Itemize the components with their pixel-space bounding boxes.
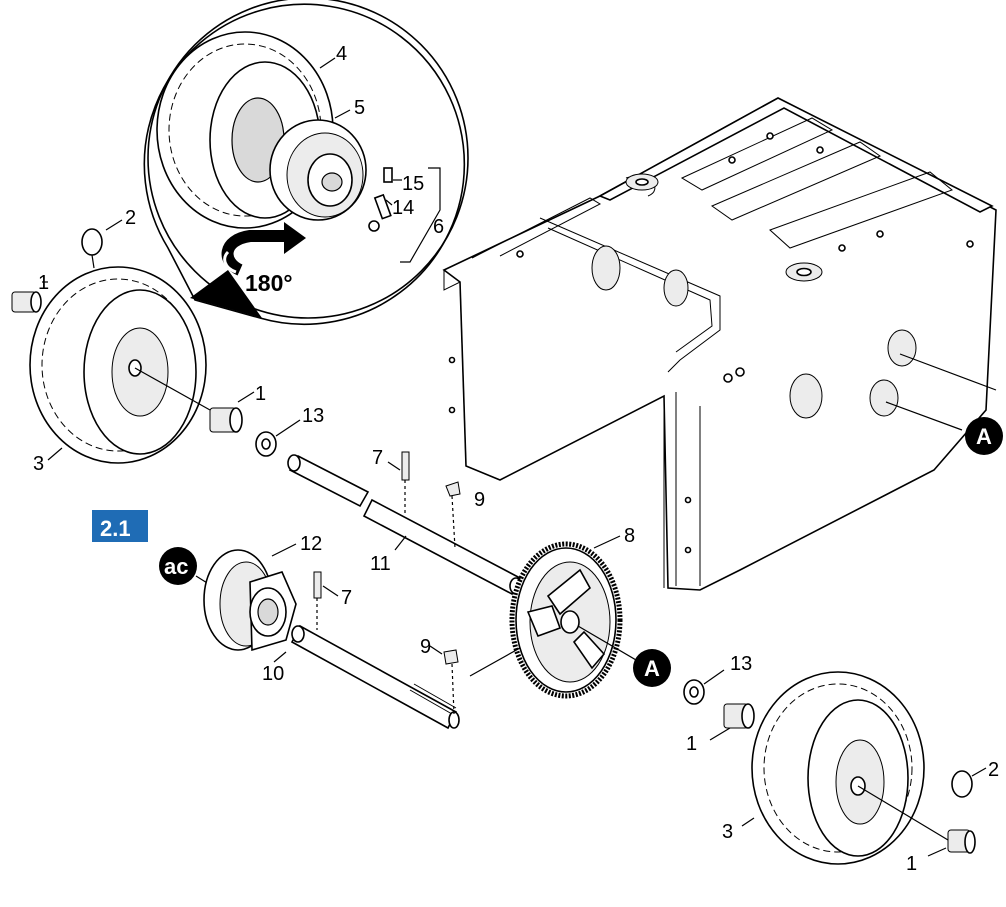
rotation-label: 180° xyxy=(245,270,293,296)
callout-13-top: 13 xyxy=(302,405,324,427)
lynch-pin-right xyxy=(951,770,973,798)
detail-magnifier: 180° 4 5 15 14 6 xyxy=(143,0,469,326)
callout-4: 4 xyxy=(336,43,347,65)
spacer-left-top xyxy=(11,291,42,313)
ref-marker-a-low-label: A xyxy=(644,656,660,681)
pin-mid xyxy=(313,571,322,630)
drive-shaft xyxy=(290,624,460,730)
section-badge-label: 2.1 xyxy=(100,516,131,541)
callout-13-low: 13 xyxy=(730,653,752,675)
ref-marker-a-top: A xyxy=(965,417,1003,455)
key-top xyxy=(445,481,461,549)
callout-6: 6 xyxy=(433,216,444,238)
callout-11: 11 xyxy=(370,553,391,575)
callout-8: 8 xyxy=(624,525,635,547)
callout-9-low: 9 xyxy=(420,636,431,658)
callout-12: 12 xyxy=(300,533,322,555)
gear xyxy=(469,541,623,699)
wheel-left xyxy=(29,266,211,464)
frame-housing xyxy=(442,97,997,591)
callout-1-top-left: 1 xyxy=(38,272,49,294)
callout-5: 5 xyxy=(354,97,365,119)
ref-marker-a-top-label: A xyxy=(976,424,992,449)
callout-10: 10 xyxy=(262,663,284,685)
callout-1-low: 1 xyxy=(686,733,697,755)
section-badge: 2.1 xyxy=(92,510,148,542)
spacer-right xyxy=(947,829,976,854)
callout-2-right: 2 xyxy=(988,759,999,781)
axle-shaft xyxy=(287,454,523,596)
washer-low xyxy=(683,679,705,705)
callout-1-mid: 1 xyxy=(255,383,266,405)
callout-1-right: 1 xyxy=(906,853,917,875)
ref-marker-a-low: A xyxy=(633,649,671,687)
pin-top xyxy=(401,451,410,516)
callout-2-top-left: 2 xyxy=(125,207,136,229)
ref-marker-ac: ac xyxy=(159,547,213,587)
drive-hub xyxy=(203,549,297,652)
spacer-low xyxy=(723,703,755,729)
washer-top xyxy=(255,431,277,457)
rotate-arrow-icon xyxy=(221,222,306,276)
key-low xyxy=(443,649,459,715)
wheel-right xyxy=(751,671,949,865)
callout-7-top: 7 xyxy=(372,447,383,469)
ref-marker-ac-label: ac xyxy=(164,554,188,579)
callout-7-mid: 7 xyxy=(341,587,352,609)
lynch-pin-left xyxy=(81,228,103,269)
detail-rim xyxy=(269,119,367,221)
callout-14: 14 xyxy=(392,197,414,219)
callout-3-left: 3 xyxy=(33,453,44,475)
callout-9-top: 9 xyxy=(474,489,485,511)
callout-3-right: 3 xyxy=(722,821,733,843)
callout-15: 15 xyxy=(402,173,424,195)
detail-valve xyxy=(368,167,393,232)
spacer-mid xyxy=(209,407,243,433)
